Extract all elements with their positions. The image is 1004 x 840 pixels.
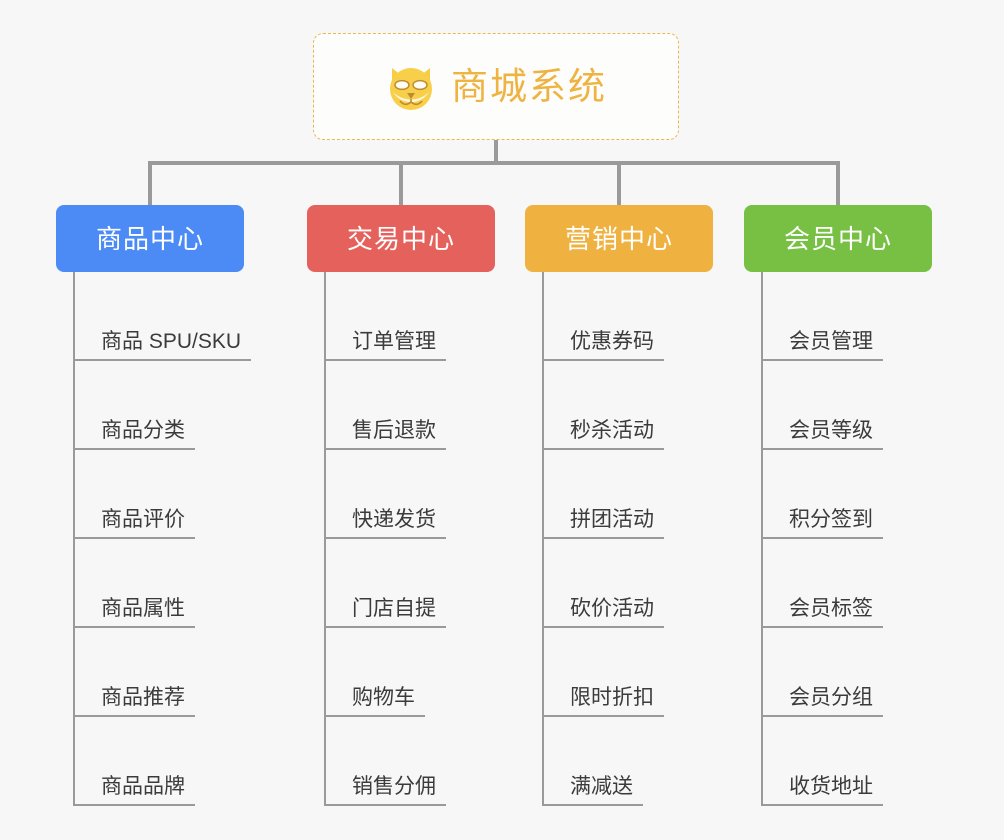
leaf-item[interactable]: 商品评价 [73, 450, 195, 539]
leaf-item-underline [73, 626, 195, 628]
root-node[interactable]: 商城系统 [313, 33, 679, 140]
leaf-item-label: 限时折扣 [570, 686, 654, 709]
leaf-item-label: 优惠券码 [570, 330, 654, 353]
connector-drop-marketing-center [617, 161, 621, 207]
category-box-marketing-center[interactable]: 营销中心 [525, 205, 713, 272]
connector-horizontal-bus [148, 161, 840, 165]
connector-drop-member-center [836, 161, 840, 207]
root-title: 商城系统 [451, 66, 607, 107]
leaf-item-label: 会员管理 [789, 330, 873, 353]
shiba-dog-icon [390, 67, 432, 110]
leaf-item-label: 销售分佣 [352, 775, 436, 798]
leaf-item[interactable]: 商品分类 [73, 361, 195, 450]
leaf-item-underline [73, 359, 251, 361]
leaf-item-label: 积分签到 [789, 508, 873, 531]
connector-root-stem [494, 140, 498, 164]
leaf-item-underline [761, 626, 883, 628]
leaf-item[interactable]: 商品属性 [73, 539, 195, 628]
leaf-item-underline [73, 804, 195, 806]
leaf-item-label: 快递发货 [352, 508, 436, 531]
leaf-item[interactable]: 限时折扣 [542, 628, 664, 717]
leaf-item-underline [761, 537, 883, 539]
leaf-item[interactable]: 订单管理 [324, 272, 446, 361]
leaf-item[interactable]: 快递发货 [324, 450, 446, 539]
leaf-item[interactable]: 购物车 [324, 628, 425, 717]
leaf-item-underline [542, 715, 664, 717]
leaf-item[interactable]: 会员标签 [761, 539, 883, 628]
leaf-item-underline [324, 626, 446, 628]
leaf-item-label: 商品推荐 [101, 686, 185, 709]
leaf-item-label: 售后退款 [352, 419, 436, 442]
leaf-item-label: 商品评价 [101, 508, 185, 531]
leaf-item[interactable]: 积分签到 [761, 450, 883, 539]
category-box-product-center[interactable]: 商品中心 [56, 205, 244, 272]
leaf-item[interactable]: 商品品牌 [73, 717, 195, 806]
leaf-item-label: 门店自提 [352, 597, 436, 620]
leaf-item-label: 满减送 [570, 775, 633, 798]
leaf-item[interactable]: 商品 SPU/SKU [73, 272, 251, 361]
leaf-item-label: 订单管理 [352, 330, 436, 353]
category-label: 商品中心 [95, 223, 204, 254]
leaf-item-label: 拼团活动 [570, 508, 654, 531]
leaf-item-label: 商品 SPU/SKU [101, 330, 242, 353]
leaf-item-underline [761, 804, 883, 806]
leaf-item[interactable]: 满减送 [542, 717, 643, 806]
leaf-item-underline [324, 537, 446, 539]
leaf-item-label: 秒杀活动 [570, 419, 654, 442]
leaf-item-underline [73, 715, 195, 717]
leaf-item[interactable]: 门店自提 [324, 539, 446, 628]
connector-drop-product-center [148, 161, 152, 207]
leaf-item-underline [324, 715, 425, 717]
leaf-item-underline [542, 626, 664, 628]
category-box-trade-center[interactable]: 交易中心 [307, 205, 495, 272]
leaf-item[interactable]: 秒杀活动 [542, 361, 664, 450]
column-spine [324, 272, 326, 806]
leaf-item-underline [761, 715, 883, 717]
leaf-item-underline [542, 537, 664, 539]
leaf-item-underline [73, 448, 195, 450]
category-label: 会员中心 [783, 223, 892, 254]
column-spine [73, 272, 75, 806]
leaf-item-label: 商品分类 [101, 419, 185, 442]
leaf-item[interactable]: 会员管理 [761, 272, 883, 361]
leaf-item[interactable]: 售后退款 [324, 361, 446, 450]
category-box-member-center[interactable]: 会员中心 [744, 205, 932, 272]
leaf-item[interactable]: 会员等级 [761, 361, 883, 450]
leaf-item[interactable]: 会员分组 [761, 628, 883, 717]
leaf-item-label: 会员标签 [789, 597, 873, 620]
category-label: 营销中心 [564, 223, 673, 254]
category-label: 交易中心 [346, 223, 455, 254]
leaf-item-label: 砍价活动 [570, 597, 654, 620]
leaf-item-label: 会员分组 [789, 686, 873, 709]
leaf-item-label: 购物车 [352, 686, 415, 709]
leaf-item-underline [542, 448, 664, 450]
leaf-item-underline [542, 359, 664, 361]
connector-drop-trade-center [399, 161, 403, 207]
leaf-item-underline [761, 359, 883, 361]
leaf-item[interactable]: 砍价活动 [542, 539, 664, 628]
leaf-item-underline [324, 804, 446, 806]
leaf-item[interactable]: 收货地址 [761, 717, 883, 806]
leaf-item-label: 收货地址 [789, 775, 873, 798]
leaf-item-underline [542, 804, 643, 806]
column-spine [761, 272, 763, 806]
leaf-item[interactable]: 商品推荐 [73, 628, 195, 717]
column-spine [542, 272, 544, 806]
leaf-item-label: 会员等级 [789, 419, 873, 442]
leaf-item-underline [324, 448, 446, 450]
leaf-item-underline [761, 448, 883, 450]
leaf-item-underline [324, 359, 446, 361]
leaf-item-underline [73, 537, 195, 539]
leaf-item[interactable]: 优惠券码 [542, 272, 664, 361]
leaf-item[interactable]: 拼团活动 [542, 450, 664, 539]
leaf-item-label: 商品属性 [101, 597, 185, 620]
leaf-item-label: 商品品牌 [101, 775, 185, 798]
leaf-item[interactable]: 销售分佣 [324, 717, 446, 806]
